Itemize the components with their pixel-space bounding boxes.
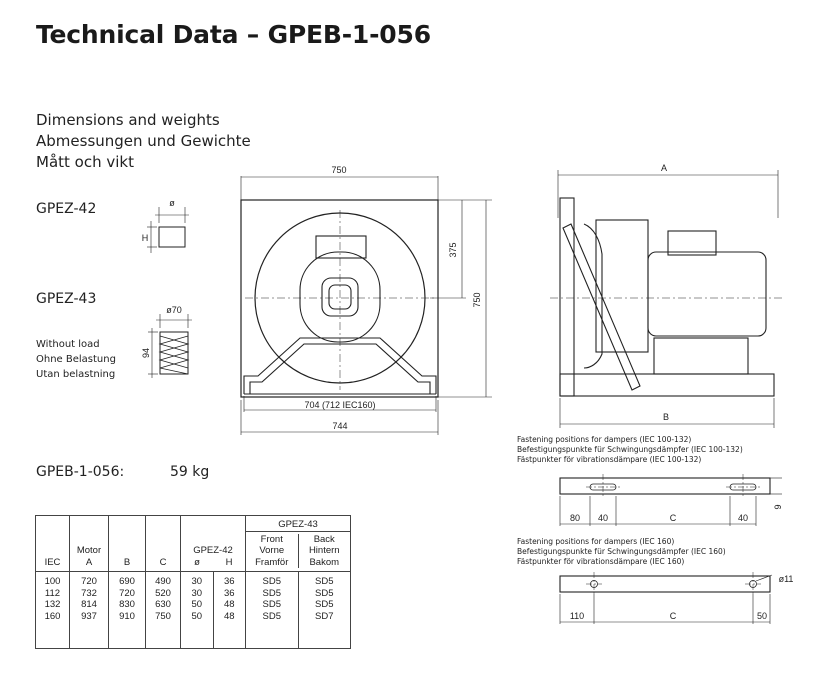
- fastening-1-de: Befestigungspunkte für Schwingungsdämpfe…: [517, 445, 743, 454]
- dim-704: 704 (712 IEC160): [304, 400, 375, 410]
- gpez43-label: GPEZ-43: [36, 291, 97, 307]
- col-iec-header: IEC: [35, 515, 70, 572]
- fastening-2-de: Befestigungspunkte für Schwingungsdämpfe…: [517, 547, 726, 556]
- gpez43-note: Without load Ohne Belastung Utan belastn…: [36, 337, 116, 382]
- gpez42-dia: ø: [169, 198, 175, 208]
- heading-sv: Mått och vikt: [36, 153, 134, 171]
- fastening-1-d2: 40: [598, 513, 608, 523]
- col-b-header: B: [108, 515, 146, 572]
- fastening-1-d3: 40: [738, 513, 748, 523]
- gpez43-dia: ø70: [166, 305, 182, 315]
- dim-750-right: 750: [472, 292, 482, 307]
- fastening-2-hole: ø11: [779, 574, 794, 584]
- fastening-2-en: Fastening positions for dampers (IEC 160…: [517, 537, 675, 546]
- fastening-notes-1: Fastening positions for dampers (IEC 100…: [517, 435, 743, 465]
- fastening-2-sv: Fästpunkter för vibrationsdämpare (IEC 1…: [517, 557, 685, 566]
- fastening-notes-2: Fastening positions for dampers (IEC 160…: [517, 537, 726, 567]
- weight-label: GPEB-1-056:: [36, 464, 125, 480]
- side-view-drawing: A B: [550, 163, 782, 428]
- dim-744: 744: [332, 421, 347, 431]
- front-view-drawing: 750 375 750 704 (712 IEC160) 744: [240, 165, 492, 435]
- fastening-1-d1: 80: [570, 513, 580, 523]
- gpez42-drawing: ø H: [142, 198, 189, 253]
- fastening-2-drawing: ø11 110 C 50: [559, 572, 794, 624]
- gpez43-group: GPEZ-43: [246, 518, 350, 532]
- note-sv: Utan belastning: [36, 369, 116, 380]
- fastening-2-c: C: [670, 611, 677, 621]
- gpez43-height: 94: [141, 348, 151, 358]
- gpez42-h: H: [142, 233, 149, 243]
- dim-a: A: [661, 163, 667, 173]
- gpez42-label: GPEZ-42: [36, 201, 97, 217]
- fastening-1-h: 9: [773, 504, 783, 509]
- fastening-1-sv: Fästpunkter för vibrationsdämpare (IEC 1…: [517, 455, 702, 464]
- gpez43-drawing: ø70 94: [141, 305, 192, 378]
- fastening-2-d2: 50: [757, 611, 767, 621]
- note-en: Without load: [36, 339, 100, 350]
- fastening-1-c: C: [670, 513, 677, 523]
- fastening-2-d1: 110: [570, 611, 584, 621]
- col-c-header: C: [145, 515, 181, 572]
- dim-b: B: [663, 412, 669, 422]
- fastening-1-drawing: 80 40 C 40 9: [559, 474, 783, 526]
- dim-375: 375: [448, 242, 458, 257]
- note-de: Ohne Belastung: [36, 354, 116, 365]
- page-title: Technical Data – GPEB-1-056: [36, 20, 431, 49]
- dim-750-top: 750: [331, 165, 346, 175]
- heading-en: Dimensions and weights: [36, 111, 220, 129]
- weight-value: 59 kg: [170, 464, 210, 480]
- heading-de: Abmessungen und Gewichte: [36, 132, 251, 150]
- fastening-1-en: Fastening positions for dampers (IEC 100…: [517, 435, 692, 444]
